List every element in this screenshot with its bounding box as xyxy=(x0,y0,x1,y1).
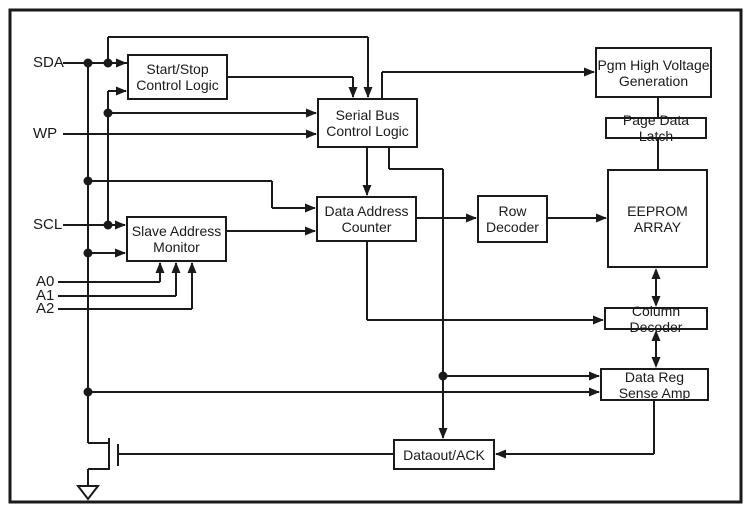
arrowhead-right xyxy=(584,67,595,77)
arrowhead-right xyxy=(589,371,600,381)
box-page-data-latch: Page Data Latch xyxy=(605,112,707,144)
junction-dot xyxy=(103,108,113,118)
arrowhead-right xyxy=(306,129,317,139)
arrowhead-down xyxy=(438,428,448,439)
arrowhead-right xyxy=(596,213,607,223)
junction-dot xyxy=(83,58,93,68)
pin-label-a0: A0 xyxy=(36,273,55,290)
arrowhead-right xyxy=(116,58,127,68)
box-label-column-decoder: Column Decoder xyxy=(629,302,683,335)
ground-symbol xyxy=(75,485,101,501)
box-dataout-ack: Dataout/ACK xyxy=(393,439,495,470)
pin-label-a1: A1 xyxy=(36,287,55,304)
arrowhead-right xyxy=(306,108,317,118)
pin-label-sda: SDA xyxy=(33,54,64,71)
junction-dot xyxy=(83,248,93,258)
arrowhead-right xyxy=(305,203,316,213)
box-column-decoder: Column Decoder xyxy=(604,303,708,335)
arrowhead-right xyxy=(589,387,600,397)
junction-dot xyxy=(103,58,113,68)
junction-dot xyxy=(438,371,448,381)
arrowhead-left xyxy=(495,449,506,459)
box-label-dataout-ack: Dataout/ACK xyxy=(403,446,485,463)
arrowhead-right xyxy=(116,86,127,96)
arrowhead-down xyxy=(348,87,358,98)
junction-dot xyxy=(103,220,113,230)
arrowhead-right xyxy=(305,226,316,236)
arrowhead-up xyxy=(187,262,197,273)
arrowhead-right xyxy=(593,315,604,325)
arrowhead-up xyxy=(171,262,181,273)
arrowhead-down xyxy=(651,296,661,307)
arrowhead-right xyxy=(115,220,126,230)
arrowhead-right xyxy=(115,248,126,258)
pin-label-wp: WP xyxy=(33,125,58,142)
arrowhead-right xyxy=(466,213,477,223)
junction-dot xyxy=(83,387,93,397)
pin-label-a2: A2 xyxy=(36,300,55,317)
junction-dot xyxy=(83,176,93,186)
arrowhead-up xyxy=(651,330,661,341)
arrowhead-down xyxy=(362,185,372,196)
box-label-page-data-latch: Page Data Latch xyxy=(622,112,690,144)
arrowhead-up xyxy=(155,262,165,273)
diagram-border xyxy=(8,8,743,504)
arrowhead-down xyxy=(363,87,373,98)
arrowhead-up xyxy=(651,268,661,279)
pin-label-scl: SCL xyxy=(33,216,63,233)
arrowhead-down xyxy=(651,357,661,368)
